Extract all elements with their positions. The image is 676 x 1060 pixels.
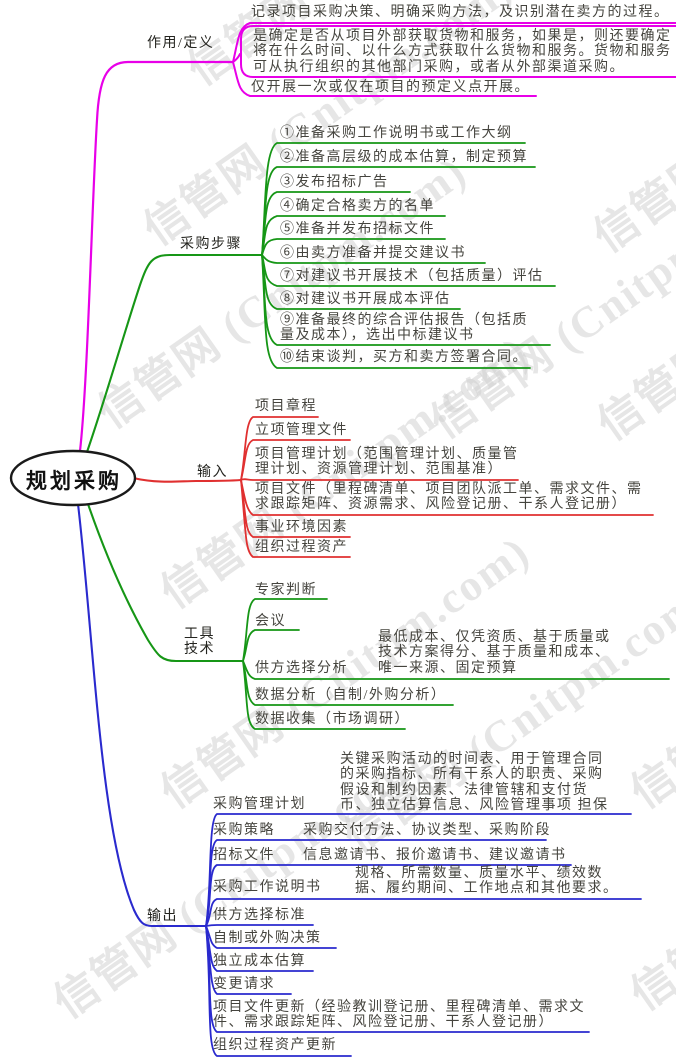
topic-output[interactable]: 采购管理计划: [213, 797, 306, 812]
topic-input[interactable]: 项目章程: [255, 399, 317, 414]
topic-step[interactable]: ①准备采购工作说明书或工作大纲: [280, 126, 513, 141]
topic-output[interactable]: 组织过程资产更新: [213, 1038, 337, 1053]
topic-tool-detail[interactable]: 最低成本、仅凭资质、基于质量或 技术方案得分、基于质量和成本、 唯一来源、固定预…: [378, 630, 611, 676]
topic-output[interactable]: 采购工作说明书: [213, 880, 322, 895]
topic-input[interactable]: 组织过程资产: [255, 540, 348, 555]
topic-input[interactable]: 项目文件（里程碑清单、项目团队派工单、需求文件、需 求跟踪矩阵、资源需求、风险登…: [255, 482, 643, 513]
central-topic[interactable]: 规划采购: [26, 469, 122, 493]
topic-step[interactable]: ⑧对建议书开展成本评估: [280, 292, 451, 307]
central-topic-ellipse[interactable]: [9, 449, 137, 507]
topic-output-detail[interactable]: 信息邀请书、报价邀请书、建议邀请书: [303, 848, 567, 863]
branch-label-steps[interactable]: 采购步骤: [180, 237, 242, 252]
topic-output[interactable]: 招标文件: [213, 848, 275, 863]
topic-tool[interactable]: 数据收集（市场调研）: [255, 712, 410, 727]
topic-output-detail[interactable]: 采购交付方法、协议类型、采购阶段: [303, 823, 551, 838]
inputs-branch-lines: [131, 416, 654, 558]
topic-step[interactable]: ②准备高层级的成本估算，制定预算: [280, 150, 528, 165]
topic-step[interactable]: ⑦对建议书开展技术（包括质量）评估: [280, 269, 544, 284]
topic-output[interactable]: 项目文件更新（经验教训登记册、里程碑清单、需求文 件、需求跟踪矩阵、风险登记册、…: [213, 1000, 585, 1031]
topic-output[interactable]: 自制或外购决策: [213, 931, 322, 946]
topic-output[interactable]: 变更请求: [213, 977, 275, 992]
topic-input[interactable]: 立项管理文件: [255, 423, 348, 438]
topic-definition-item[interactable]: 是确定是否从项目外部获取货物和服务，如果是，则还要确定 将在什么时间、以什么方式…: [253, 29, 672, 75]
topic-tool[interactable]: 数据分析（自制/外购分析）: [255, 688, 447, 703]
topic-output-detail[interactable]: 关键采购活动的时间表、用于管理合同 的采购指标、所有干系人的职责、采购 假设和制…: [340, 752, 609, 814]
topic-step[interactable]: ⑤准备并发布招标文件: [280, 222, 435, 237]
steps-branch-lines: [85, 142, 556, 454]
topic-step[interactable]: ⑥由卖方准备并提交建议书: [280, 246, 466, 261]
topic-step[interactable]: ③发布招标广告: [280, 175, 389, 190]
topic-step[interactable]: ⑨准备最终的综合评估报告（包括质 量及成本），选出中标建议书: [280, 313, 528, 344]
outputs-branch-lines: [76, 502, 642, 1057]
topic-input[interactable]: 项目管理计划（范围管理计划、质量管 理计划、资源管理计划、范围基准）: [255, 447, 519, 478]
topic-output-detail[interactable]: 规格、所需数量、质量水平、绩效数 据、履约期间、工作地点和其他要求。: [355, 866, 619, 897]
tools-branch-lines: [86, 502, 670, 730]
branch-label-inputs[interactable]: 输入: [197, 465, 228, 480]
topic-input[interactable]: 事业环境因素: [255, 520, 348, 535]
branch-label-outputs[interactable]: 输出: [147, 909, 178, 924]
topic-output[interactable]: 独立成本估算: [213, 954, 306, 969]
branch-label-definition[interactable]: 作用/定义: [147, 36, 215, 51]
topic-tool[interactable]: 供方选择分析: [255, 661, 348, 676]
topic-output[interactable]: 供方选择标准: [213, 908, 306, 923]
definition-branch-lines: [78, 22, 676, 453]
topic-step[interactable]: ⑩结束谈判，买方和卖方签署合同。: [280, 350, 528, 365]
topic-output[interactable]: 采购策略: [213, 823, 275, 838]
topic-definition-item[interactable]: 记录项目采购决策、明确采购方法，及识别潜在卖方的过程。: [251, 5, 670, 20]
topic-tool[interactable]: 专家判断: [255, 583, 317, 598]
topic-step[interactable]: ④确定合格卖方的名单: [280, 199, 435, 214]
topic-definition-item[interactable]: 仅开展一次或仅在项目的预定义点开展。: [251, 80, 530, 95]
branch-label-tools[interactable]: 工具 技术: [184, 627, 215, 658]
topic-tool[interactable]: 会议: [255, 614, 286, 629]
